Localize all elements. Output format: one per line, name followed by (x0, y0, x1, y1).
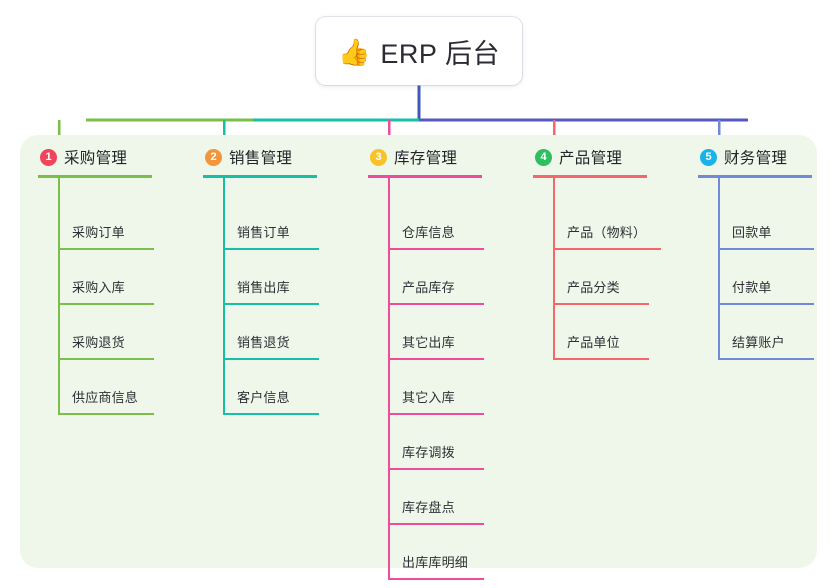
menu-item-label: 销售退货 (237, 335, 290, 350)
menu-item-label: 库存盘点 (402, 500, 455, 515)
menu-item-underline (223, 303, 319, 305)
menu-item[interactable]: 仓库信息 (388, 195, 484, 250)
menu-item-underline (553, 248, 661, 250)
branch-spine-1 (58, 178, 60, 415)
menu-item[interactable]: 其它入库 (388, 360, 484, 415)
menu-item[interactable]: 采购订单 (58, 195, 154, 250)
branch-badge-4: 4 (535, 148, 552, 166)
branch-header-3[interactable]: 3 库存管理 (368, 146, 457, 168)
menu-item[interactable]: 采购入库 (58, 250, 154, 305)
menu-item[interactable]: 库存调拨 (388, 415, 484, 470)
branch-badge-3: 3 (370, 148, 387, 166)
menu-item-underline (388, 578, 484, 580)
branch-badge-2: 2 (205, 148, 222, 166)
branch-column-1: 1 采购管理采购订单采购入库采购退货供应商信息 (38, 146, 154, 415)
root-title: ERP 后台 (380, 38, 500, 69)
menu-item-underline (58, 303, 154, 305)
menu-item[interactable]: 库存盘点 (388, 470, 484, 525)
menu-item-underline (58, 248, 154, 250)
branch-header-1[interactable]: 1 采购管理 (38, 146, 127, 168)
menu-item-underline (388, 413, 484, 415)
menu-item-label: 产品（物料） (567, 225, 647, 240)
branches-panel (20, 135, 817, 568)
menu-item-underline (223, 248, 319, 250)
branch-column-4: 4 产品管理产品（物料） 产品分类产品单位 (533, 146, 661, 360)
menu-item[interactable]: 产品（物料） (553, 195, 661, 250)
menu-item-underline (58, 358, 154, 360)
branch-spine-2 (223, 178, 225, 415)
branch-column-5: 5 财务管理回款单付款单结算账户 (698, 146, 814, 360)
thumbs-up-icon: 👍 (338, 37, 371, 67)
menu-item-underline (388, 303, 484, 305)
menu-item-label: 销售出库 (237, 280, 290, 295)
branch-underline-2 (203, 175, 317, 178)
branch-spine-3 (388, 178, 390, 580)
menu-item-label: 付款单 (732, 280, 772, 295)
branch-title-2: 销售管理 (229, 150, 293, 167)
menu-item[interactable]: 付款单 (718, 250, 814, 305)
branch-underline-3 (368, 175, 482, 178)
menu-item-underline (388, 248, 484, 250)
menu-item[interactable]: 销售退货 (223, 305, 319, 360)
branch-title-5: 财务管理 (724, 150, 788, 167)
menu-item-label: 客户信息 (237, 390, 290, 405)
root-node[interactable]: 👍 ERP 后台 (316, 17, 522, 85)
menu-item-label: 产品单位 (567, 335, 620, 350)
menu-item[interactable]: 销售出库 (223, 250, 319, 305)
menu-item-label: 采购订单 (72, 225, 125, 240)
menu-item-label: 采购退货 (72, 335, 125, 350)
menu-item-underline (223, 358, 319, 360)
branch-header-5[interactable]: 5 财务管理 (698, 146, 787, 168)
menu-item[interactable]: 产品分类 (553, 250, 649, 305)
branch-column-2: 2 销售管理销售订单销售出库销售退货客户信息 (203, 146, 319, 415)
menu-item-label: 产品分类 (567, 280, 620, 295)
menu-item-label: 出库库明细 (402, 555, 469, 570)
menu-item[interactable]: 其它出库 (388, 305, 484, 360)
branch-header-4[interactable]: 4 产品管理 (533, 146, 622, 168)
menu-item-underline (388, 468, 484, 470)
menu-item-label: 仓库信息 (402, 225, 455, 240)
branch-badge-1: 1 (40, 148, 57, 166)
menu-item-underline (718, 303, 814, 305)
branch-underline-1 (38, 175, 152, 178)
menu-item-label: 库存调拨 (402, 445, 455, 460)
menu-item-label: 产品库存 (402, 280, 455, 295)
branch-title-3: 库存管理 (394, 150, 458, 167)
branch-title-1: 采购管理 (64, 150, 128, 167)
branch-badge-5: 5 (700, 148, 717, 166)
menu-item-underline (553, 303, 649, 305)
menu-item-label: 供应商信息 (72, 390, 139, 405)
menu-item[interactable]: 结算账户 (718, 305, 814, 360)
menu-item[interactable]: 客户信息 (223, 360, 319, 415)
menu-item-label: 其它入库 (402, 390, 455, 405)
menu-item[interactable]: 采购退货 (58, 305, 154, 360)
menu-item[interactable]: 出库库明细 (388, 525, 484, 580)
menu-item-underline (58, 413, 154, 415)
menu-item-label: 回款单 (732, 225, 772, 240)
branch-underline-4 (533, 175, 647, 178)
menu-item-underline (718, 358, 814, 360)
menu-item-underline (553, 358, 649, 360)
menu-item-label: 采购入库 (72, 280, 125, 295)
menu-item[interactable]: 产品库存 (388, 250, 484, 305)
menu-item[interactable]: 回款单 (718, 195, 814, 250)
branch-header-2[interactable]: 2 销售管理 (203, 146, 292, 168)
menu-item-label: 其它出库 (402, 335, 455, 350)
menu-item-underline (388, 523, 484, 525)
menu-item-underline (718, 248, 814, 250)
menu-item-label: 结算账户 (732, 335, 785, 350)
branch-spine-5 (718, 178, 720, 360)
menu-item[interactable]: 供应商信息 (58, 360, 154, 415)
menu-item-label: 销售订单 (237, 225, 290, 240)
branch-column-3: 3 库存管理仓库信息产品库存其它出库其它入库库存调拨库存盘点出库库明细 (368, 146, 484, 580)
menu-item-underline (223, 413, 319, 415)
branch-title-4: 产品管理 (559, 150, 623, 167)
menu-item-underline (388, 358, 484, 360)
branch-spine-4 (553, 178, 555, 360)
branch-underline-5 (698, 175, 812, 178)
menu-item[interactable]: 产品单位 (553, 305, 649, 360)
menu-item[interactable]: 销售订单 (223, 195, 319, 250)
